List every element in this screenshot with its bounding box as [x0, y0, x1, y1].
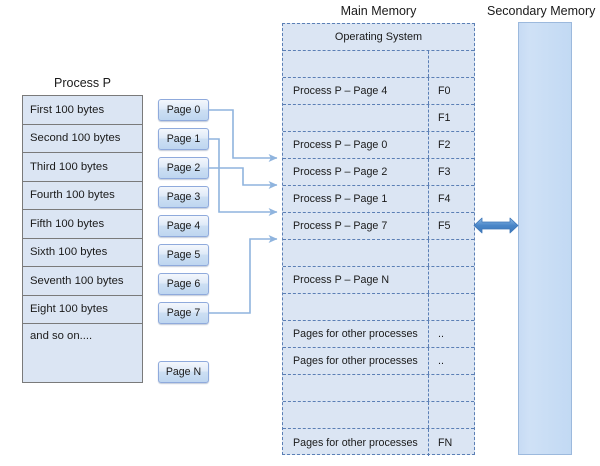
process-row: Second 100 bytes — [23, 125, 142, 153]
frame-number — [429, 402, 474, 428]
main-memory-row — [283, 240, 474, 267]
main-memory-row — [283, 375, 474, 402]
frame-content: Process P – Page 0 — [283, 132, 429, 158]
frame-content: Process P – Page N — [283, 267, 429, 293]
process-title: Process P — [54, 76, 111, 90]
frame-number: F2 — [438, 139, 451, 151]
main-memory-row: Process P – Page 0 F2 — [283, 132, 474, 159]
page-box-7[interactable]: Page 7 — [158, 302, 209, 324]
process-row: Fifth 100 bytes — [23, 210, 142, 239]
page-box-6[interactable]: Page 6 — [158, 273, 209, 295]
connector-page2 — [209, 167, 278, 189]
frame-content: Pages for other processes — [283, 321, 429, 347]
page-box-0[interactable]: Page 0 — [158, 99, 209, 121]
frame-number — [429, 294, 474, 320]
frame-content — [283, 240, 429, 266]
frame-number — [429, 267, 474, 293]
page-box-4[interactable]: Page 4 — [158, 215, 209, 237]
main-memory-row: Process P – Page N — [283, 267, 474, 294]
frame-number: FN — [438, 436, 453, 449]
main-memory-row: Process P – Page 2 F3 — [283, 159, 474, 186]
frame-number — [429, 240, 474, 266]
process-row: First 100 bytes — [23, 96, 142, 125]
connector-page7 — [209, 235, 278, 314]
frame-number: F5 — [438, 220, 451, 232]
frame-content: Pages for other processes — [283, 348, 429, 374]
process-row: Seventh 100 bytes — [23, 267, 142, 296]
frame-content — [283, 105, 429, 131]
main-memory-title: Main Memory — [340, 4, 417, 18]
main-memory-row: Process P – Page 1 F4 — [283, 186, 474, 213]
main-memory-row: Pages for other processes FN — [283, 429, 474, 456]
process-memory-table: First 100 bytes Second 100 bytes Third 1… — [22, 95, 143, 383]
frame-content — [283, 402, 429, 428]
page-box-5[interactable]: Page 5 — [158, 244, 209, 266]
frame-number: .. — [438, 355, 444, 367]
frame-content: Pages for other processes — [283, 429, 429, 456]
main-memory-row: F1 — [283, 105, 474, 132]
main-memory-row — [283, 51, 474, 78]
secondary-memory-title: Secondary Memory — [487, 4, 596, 18]
process-row: Fourth 100 bytes — [23, 182, 142, 210]
main-memory-table: Operating System Process P – Page 4 F0 F… — [282, 23, 475, 456]
process-row: Eight 100 bytes — [23, 296, 142, 324]
frame-content: Process P – Page 7 — [283, 213, 429, 239]
frame-content — [283, 375, 429, 401]
frame-number — [429, 375, 474, 401]
os-label: Operating System — [334, 31, 423, 43]
main-memory-row — [283, 294, 474, 321]
frame-number: F0 — [438, 85, 451, 97]
connector-page0 — [209, 109, 278, 162]
main-memory-row: Process P – Page 7 F5 — [283, 213, 474, 240]
page-box-n[interactable]: Page N — [158, 361, 209, 383]
page-box-2[interactable]: Page 2 — [158, 157, 209, 179]
frame-number — [429, 51, 474, 77]
page-box-1[interactable]: Page 1 — [158, 128, 209, 150]
frame-number: F3 — [438, 166, 451, 178]
page-box-3[interactable]: Page 3 — [158, 186, 209, 208]
main-memory-row — [283, 402, 474, 429]
main-memory-row: Pages for other processes .. — [283, 321, 474, 348]
frame-content: Process P – Page 4 — [283, 78, 429, 104]
frame-content: Process P – Page 1 — [283, 186, 429, 212]
frame-number: F4 — [438, 193, 451, 205]
main-memory-row: Pages for other processes .. — [283, 348, 474, 375]
main-memory-os-row: Operating System — [283, 24, 474, 51]
frame-number: .. — [438, 328, 444, 340]
swap-double-arrow — [473, 217, 519, 234]
frame-content — [283, 294, 429, 320]
secondary-memory-box — [518, 22, 572, 455]
frame-content: Process P – Page 2 — [283, 159, 429, 185]
process-row: Third 100 bytes — [23, 153, 142, 182]
frame-content — [283, 51, 429, 77]
process-row: Sixth 100 bytes — [23, 239, 142, 267]
process-row: and so on.... — [30, 330, 93, 342]
main-memory-row: Process P – Page 4 F0 — [283, 78, 474, 105]
frame-number: F1 — [438, 112, 451, 124]
connector-page1 — [209, 138, 278, 216]
